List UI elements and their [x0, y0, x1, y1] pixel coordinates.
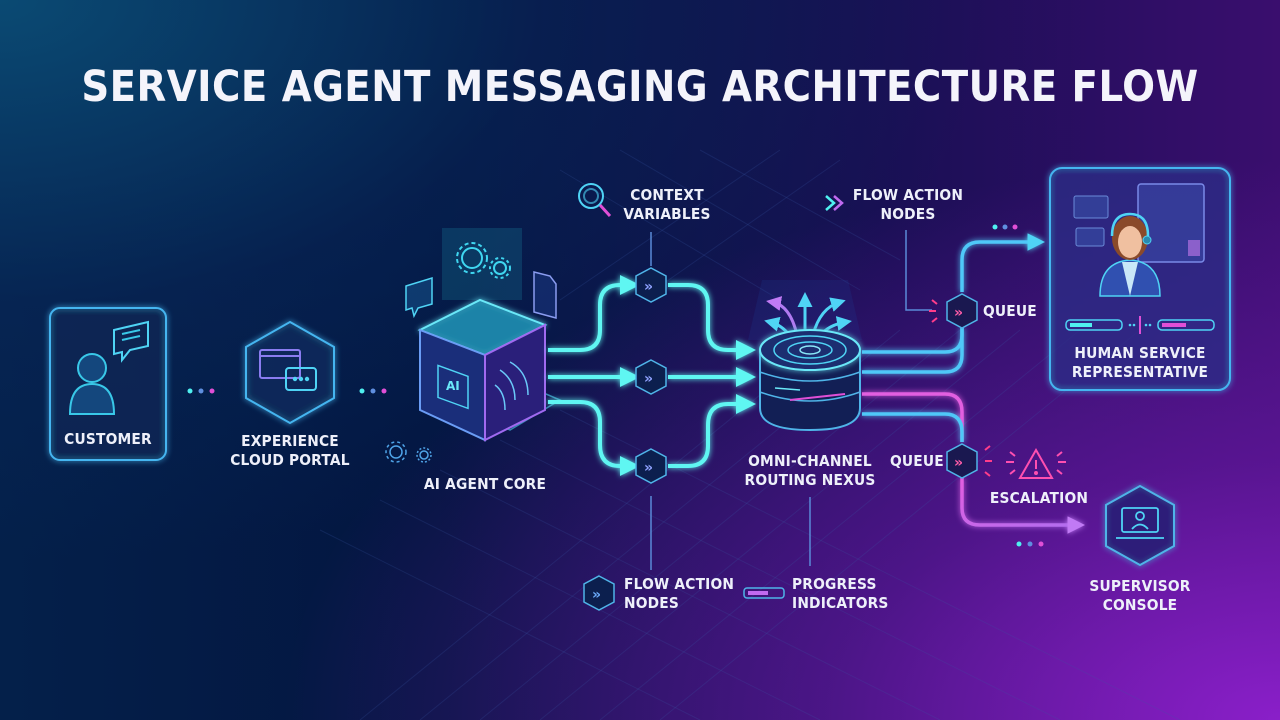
user-chat-icon [68, 320, 149, 415]
svg-text:»: » [954, 305, 963, 321]
flow-action-bottom-label: FLOW ACTION NODES [624, 575, 735, 612]
background-grid [319, 149, 1181, 720]
ai-core-label: AI AGENT CORE [423, 475, 547, 493]
portal-node[interactable] [245, 320, 335, 425]
portal-label: EXPERIENCE CLOUD PORTAL [230, 432, 350, 469]
context-variables-label: CONTEXT VARIABLES [623, 186, 711, 223]
dots-indicator [359, 388, 387, 394]
dots-indicator [1016, 541, 1044, 547]
flow-node-hex-top[interactable]: » [635, 267, 667, 303]
gear-icon [385, 441, 432, 463]
nexus-output-paths [862, 233, 1085, 534]
branch-paths [548, 275, 756, 476]
ai-chip-icon: AI [437, 361, 529, 411]
customer-node[interactable] [49, 307, 167, 461]
queue-bottom-label: QUEUE [890, 452, 944, 470]
flow-node-hex-middle[interactable]: » [635, 359, 667, 395]
customer-label: CUSTOMER [64, 430, 152, 448]
document-icon [533, 271, 557, 319]
warning-triangle-icon [1006, 447, 1066, 479]
double-chevron-icon [825, 195, 844, 211]
escalation-label: ESCALATION [989, 489, 1089, 507]
magnifier-icon [578, 183, 612, 218]
connector-line [905, 230, 932, 311]
svg-text:AI: AI [446, 379, 460, 393]
supervisor-node[interactable] [1105, 484, 1175, 567]
queue-hex-bottom[interactable]: » [946, 443, 992, 479]
dots-indicator [187, 388, 215, 394]
routing-nexus-node[interactable] [748, 280, 862, 432]
laptop-user-icon [1116, 507, 1164, 539]
svg-text:»: » [954, 455, 963, 471]
human-rep-node[interactable] [1049, 167, 1231, 391]
svg-text:»: » [644, 460, 653, 476]
nexus-label: OMNI-CHANNEL ROUTING NEXUS [744, 452, 876, 489]
dots-indicator [992, 224, 1018, 230]
supervisor-label: SUPERVISOR CONSOLE [1089, 577, 1191, 614]
flow-node-hex-bottom[interactable]: » [635, 448, 667, 484]
ai-core-node[interactable]: AI [385, 228, 562, 463]
progress-bar-icon [743, 587, 785, 599]
agent-headset-icon [1073, 183, 1205, 297]
page-title: SERVICE AGENT MESSAGING ARCHITECTURE FLO… [81, 62, 1199, 112]
svg-text:»: » [644, 279, 653, 295]
gear-icon [456, 242, 511, 279]
progress-indicators-label: PROGRESS INDICATORS [792, 575, 889, 612]
chat-note-icon [405, 276, 433, 319]
queue-hex-top[interactable]: » [929, 293, 978, 329]
queue-top-label: QUEUE [983, 302, 1037, 320]
progress-bar-icon [1065, 316, 1215, 334]
double-chevron-hex-icon: » [583, 575, 615, 611]
svg-text:»: » [592, 587, 601, 603]
svg-text:»: » [644, 371, 653, 387]
chat-window-icon [259, 349, 317, 391]
flow-action-top-label: FLOW ACTION NODES [852, 186, 964, 223]
human-rep-label: HUMAN SERVICE REPRESENTATIVE [1071, 344, 1209, 381]
